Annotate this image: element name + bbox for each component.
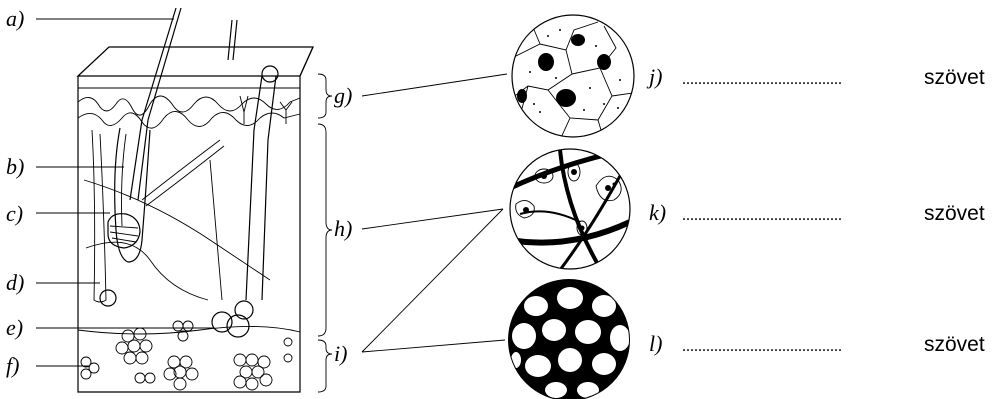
- label-k: k): [649, 200, 666, 225]
- label-e: e): [6, 315, 23, 340]
- label-d: d): [6, 270, 24, 295]
- answer-blank-l[interactable]: ........................................: [682, 338, 842, 355]
- tissue-word-k: szövet: [924, 202, 985, 225]
- label-i: i): [334, 341, 347, 366]
- label-b: b): [6, 154, 24, 179]
- connector-lines: [361, 73, 508, 353]
- answer-blank-k[interactable]: ........................................: [682, 207, 842, 224]
- answer-row-j: j) .....................................…: [646, 64, 985, 89]
- answer-blank-j[interactable]: ........................................: [682, 71, 842, 88]
- tissue-word-j: szövet: [924, 66, 985, 89]
- answer-row-k: k) .....................................…: [649, 200, 985, 225]
- answer-row-l: l) .....................................…: [649, 331, 985, 356]
- skin-cross-section-icon: [76, 7, 314, 393]
- tissue-word-l: szövet: [924, 333, 985, 356]
- label-c: c): [6, 201, 23, 226]
- left-leader-lines: [36, 18, 214, 367]
- label-g: g): [334, 83, 352, 108]
- brace-labels: g) h) i): [334, 83, 352, 366]
- connective-tissue-icon: [509, 148, 631, 270]
- label-h: h): [334, 216, 352, 241]
- label-l: l): [649, 331, 662, 356]
- label-f: f): [6, 353, 19, 378]
- epithelial-tissue-icon: [511, 14, 635, 138]
- label-a: a): [6, 6, 24, 31]
- left-labels: a) b) c) d) e) f): [6, 6, 24, 378]
- braces: [317, 73, 333, 393]
- label-j: j): [646, 64, 662, 89]
- adipose-tissue-icon: [508, 279, 630, 399]
